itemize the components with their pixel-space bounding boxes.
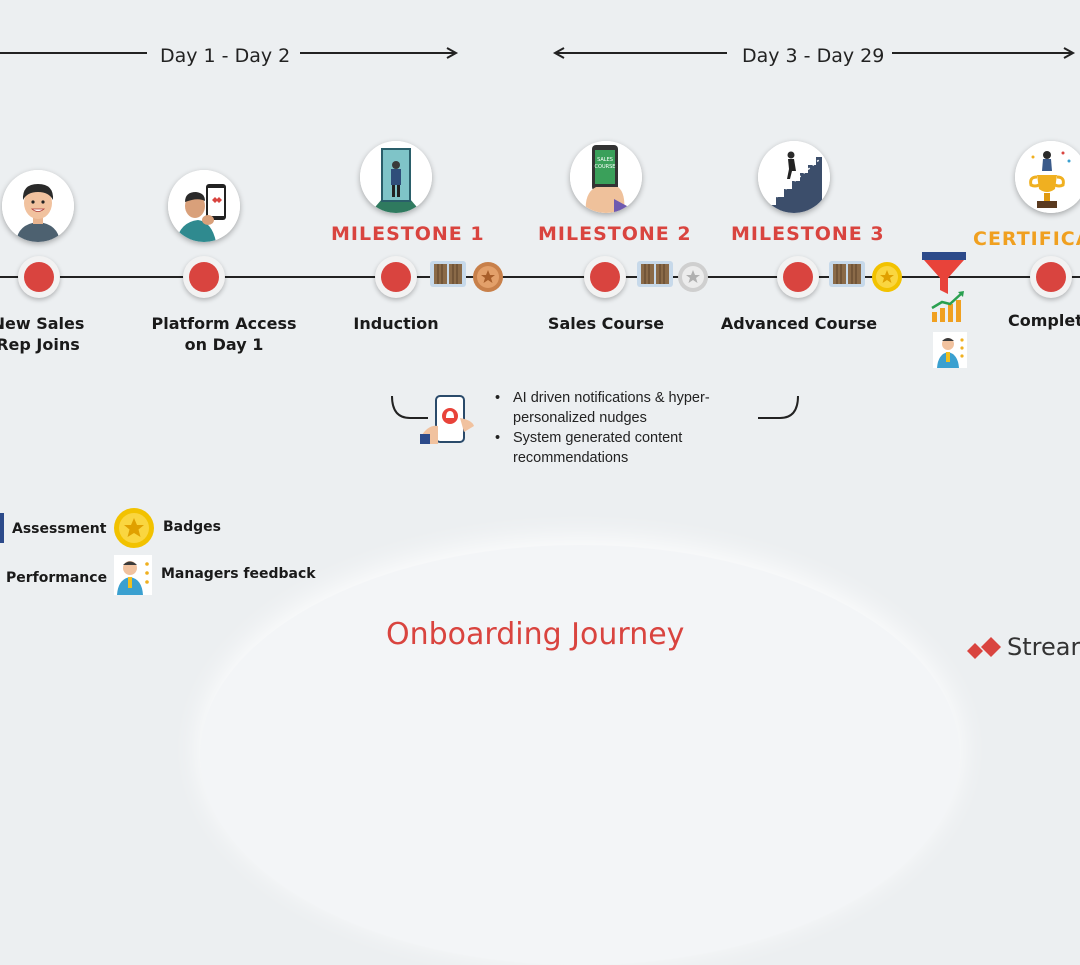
background-arc: [200, 545, 960, 965]
new-rep-avatar: [2, 170, 74, 242]
growth-chart-icon: [931, 291, 964, 322]
step-label-platform-access-line2: on Day 1: [184, 335, 264, 354]
step-label-sales-course: Sales Course: [547, 314, 665, 333]
period-label-day3-29: Day 3 - Day 29: [742, 45, 885, 67]
timeline-dot-4: [584, 256, 626, 298]
step-label-completion: Complet: [1008, 311, 1080, 330]
note-item-1: AI driven notifications & hyper- persona…: [493, 388, 710, 428]
phone-notification-icon: [420, 395, 474, 444]
gold-badge-icon: [872, 262, 902, 292]
period-label-day1-2: Day 1 - Day 2: [160, 45, 291, 67]
phone-screen-text-2: COURSE: [595, 164, 616, 170]
step-label-platform-access: Platform Access on Day 1: [134, 313, 314, 355]
step-label-platform-access-line1: Platform Access: [151, 314, 297, 333]
induction-door-avatar: [360, 141, 432, 213]
notes-list: AI driven notifications & hyper- persona…: [493, 388, 710, 468]
timeline-dot-2: [183, 256, 225, 298]
notes-bracket: [391, 395, 799, 419]
legend-assessment: Assessment: [12, 521, 107, 537]
note-line-1: AI driven notifications & hyper-: [513, 390, 710, 406]
timeline-dot-1: [18, 256, 60, 298]
gate-icon: [430, 261, 466, 287]
step-label-new-rep: New Sales Rep Joins: [0, 313, 98, 355]
advanced-course-stairs-avatar: [758, 141, 830, 213]
gate-icon: [637, 261, 673, 287]
milestone-2-label: MILESTONE 2: [538, 223, 692, 245]
step-label-advanced-course: Advanced Course: [720, 314, 878, 333]
brand-logo-icon: [967, 637, 1001, 659]
assessment-icon: [0, 513, 4, 543]
certification-label: CERTIFICA: [973, 228, 1080, 250]
milestone-3-label: MILESTONE 3: [731, 223, 885, 245]
timeline-dot-5: [777, 256, 819, 298]
legend-badges: Badges: [163, 519, 221, 535]
funnel-icon: [922, 252, 966, 294]
note-line-3: System generated content: [513, 430, 683, 446]
gate-icon: [829, 261, 865, 287]
bronze-badge-icon: [473, 262, 503, 292]
step-label-induction: Induction: [353, 314, 439, 333]
timeline-dot-6: [1030, 256, 1072, 298]
legend-performance: Performance: [6, 570, 108, 586]
period-arrows: [0, 47, 1076, 59]
manager-feedback-icon: [933, 332, 967, 368]
note-item-2: System generated content recommendations: [493, 428, 710, 468]
note-line-2: personalized nudges: [513, 410, 647, 426]
platform-access-avatar: [168, 170, 240, 242]
legend-managers-feedback: Managers feedback: [161, 566, 316, 582]
sales-course-phone-avatar: SALES COURSE: [570, 141, 642, 213]
badges-icon: [114, 508, 154, 548]
managers-feedback-icon: [114, 555, 152, 595]
timeline-dot-3: [375, 256, 417, 298]
milestone-1-label: MILESTONE 1: [331, 223, 485, 245]
step-label-new-rep-line2: Rep Joins: [0, 335, 80, 354]
certification-trophy-avatar: [1015, 141, 1080, 213]
page-title: Onboarding Journey: [386, 617, 685, 652]
note-line-4: recommendations: [513, 450, 629, 466]
silver-badge-icon: [678, 262, 708, 292]
phone-screen-text-1: SALES: [597, 157, 613, 163]
step-label-new-rep-line1: New Sales: [0, 314, 85, 333]
timeline-line: [0, 276, 1080, 278]
brand-name: Strear: [1007, 633, 1080, 661]
